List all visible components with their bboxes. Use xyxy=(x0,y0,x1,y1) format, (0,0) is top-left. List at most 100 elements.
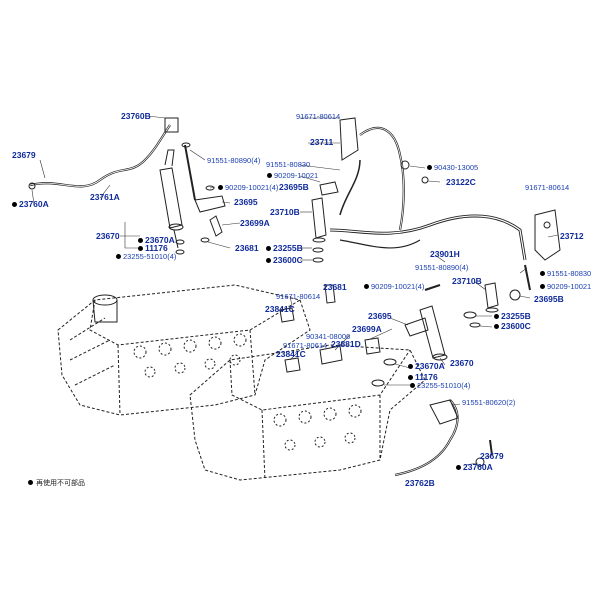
label-23881d: 23881D xyxy=(331,339,361,349)
bolt-91551-80890-right xyxy=(424,284,441,291)
label-text: 91551-80830 xyxy=(547,269,592,278)
label-90209-10021-4b: 90209-10021(4) xyxy=(364,282,424,291)
non-reusable-dot xyxy=(494,324,499,329)
label-23760a-right: 23760A xyxy=(456,463,493,472)
label-text: 90430-13005 xyxy=(434,163,479,172)
label-text: 11176 xyxy=(145,243,168,253)
label-text: 23255B xyxy=(273,243,303,253)
label-text: 23670A xyxy=(145,235,175,245)
left-seals xyxy=(175,185,223,255)
left-cylinder-head xyxy=(57,284,311,416)
non-reusable-dot xyxy=(266,246,271,251)
label-23711: 23711 xyxy=(310,137,334,147)
label-23841c-a: 23841C xyxy=(265,304,295,314)
right-cylinder-head xyxy=(189,344,426,481)
non-reusable-dot xyxy=(408,375,413,380)
legend-text: 再使用不可部品 xyxy=(36,479,85,487)
non-reusable-dot xyxy=(364,284,369,289)
non-reusable-dot xyxy=(138,246,143,251)
label-91671-80614-d: 91671-80614 xyxy=(283,341,328,350)
non-reusable-dot xyxy=(410,383,415,388)
bolt-91551-80890-left xyxy=(184,144,196,201)
label-23761a: 23761A xyxy=(90,192,120,202)
tube-23711 xyxy=(339,117,359,161)
legend-note: 再使用不可部品 xyxy=(28,478,85,488)
label-11176-right: 11176 xyxy=(408,373,438,382)
label-91671-80614-c: 91671-80614 xyxy=(276,292,321,301)
label-90209-10021-a: 90209-10021 xyxy=(267,171,318,180)
label-23681-b: 23681 xyxy=(323,282,347,292)
bolt-23679-right xyxy=(489,439,493,456)
injector-center xyxy=(311,197,327,263)
sensor-23681-right xyxy=(324,284,336,304)
label-23255b-b: 23255B xyxy=(494,312,531,321)
label-text: 23600C xyxy=(273,255,303,265)
label-11176-left: 11176 xyxy=(138,244,168,253)
label-91551-80620-2: 91551-80620(2) xyxy=(462,398,516,407)
fuel-pipe-center xyxy=(339,159,361,216)
o-ring-11176-right xyxy=(383,358,397,366)
non-reusable-dot xyxy=(218,185,223,190)
injector-left xyxy=(159,149,184,249)
label-text: 23600C xyxy=(501,321,531,331)
seal-23255b-right xyxy=(463,311,477,319)
label-23699a-b: 23699A xyxy=(352,324,382,334)
bracket-23712 xyxy=(534,209,561,261)
non-reusable-dot xyxy=(456,465,461,470)
label-23600c-a: 23600C xyxy=(266,256,303,265)
leader-lines xyxy=(31,115,559,466)
connector-23881d xyxy=(319,345,343,365)
label-23255b-a: 23255B xyxy=(266,244,303,253)
label-91551-80830-a: 91551-80830 xyxy=(266,160,311,169)
label-text: 90209-10021(4) xyxy=(225,183,279,192)
label-23670a-right: 23670A xyxy=(408,362,445,371)
label-23681-a: 23681 xyxy=(235,243,259,253)
label-23670a-left: 23670A xyxy=(138,236,175,245)
clamp-23695b-right xyxy=(509,289,521,301)
injector-right xyxy=(484,282,499,313)
bolt-head-left xyxy=(181,142,191,148)
label-90430-13005: 90430-13005 xyxy=(427,163,478,172)
label-23695-a: 23695 xyxy=(234,197,258,207)
gasket-23600c-right xyxy=(469,322,481,328)
fuel-rail-23901h xyxy=(329,214,527,261)
label-23901h: 23901H xyxy=(430,249,460,259)
left-head-cams xyxy=(133,333,247,378)
connector-23760a-right xyxy=(475,457,485,467)
label-23255-51010-4b: 23255-51010(4) xyxy=(410,381,470,390)
label-text: 23760A xyxy=(463,462,493,472)
label-23699a-a: 23699A xyxy=(240,218,270,228)
label-91551-80890-4b: 91551-80890(4) xyxy=(415,263,469,272)
fuel-pipe-upper xyxy=(359,126,405,231)
non-reusable-dot xyxy=(267,173,272,178)
label-text: 11176 xyxy=(415,372,438,382)
label-91551-80890-4: 91551-80890(4) xyxy=(207,156,261,165)
label-23255-51010-4a: 23255-51010(4) xyxy=(116,252,176,261)
connector-23760a-left xyxy=(28,182,36,190)
label-23679-right: 23679 xyxy=(480,451,504,461)
non-reusable-dot xyxy=(540,284,545,289)
injector-23670-right xyxy=(404,305,448,361)
hose-23122c xyxy=(421,176,429,184)
clamp-23699a-right xyxy=(364,337,381,355)
label-23670-right: 23670 xyxy=(450,358,474,368)
label-90209-10021-b: 90209-10021 xyxy=(540,282,591,291)
seal-23255-51010-right xyxy=(371,379,385,387)
right-head-cams xyxy=(273,404,362,451)
non-reusable-dot xyxy=(408,364,413,369)
label-91671-80614-a: 91671-80614 xyxy=(296,112,341,121)
non-reusable-dot xyxy=(116,254,121,259)
label-text: 23760A xyxy=(19,199,49,209)
sensor-23760b xyxy=(164,117,179,133)
label-91551-80830-b: 91551-80830 xyxy=(540,269,591,278)
sensor-bracket-lower xyxy=(429,399,459,425)
non-reusable-dot xyxy=(427,165,432,170)
label-23760b-left: 23760B xyxy=(121,111,151,121)
non-reusable-dot xyxy=(12,202,17,207)
clamp-23695b-upper xyxy=(319,181,339,196)
label-23600c-b: 23600C xyxy=(494,322,531,331)
oil-filler-neck xyxy=(92,294,118,323)
label-text: 23670A xyxy=(415,361,445,371)
